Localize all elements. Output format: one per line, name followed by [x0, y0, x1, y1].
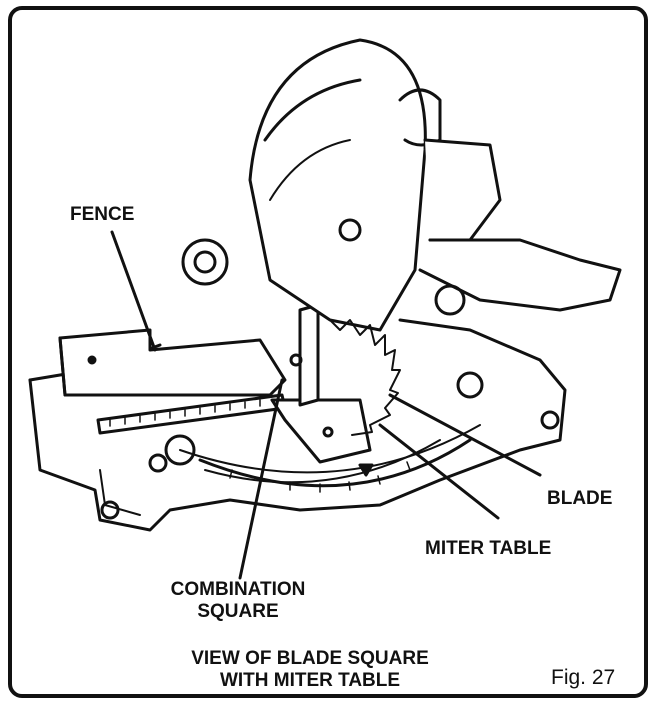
- miter-table-label: MITER TABLE: [425, 538, 552, 559]
- figure-frame: [8, 6, 648, 698]
- combination-square-line1: COMBINATION: [170, 579, 306, 600]
- fence-leader: [110, 230, 157, 352]
- figure-number: Fig. 27: [551, 666, 616, 689]
- combination-square-label: COMBINATION SQUARE: [138, 579, 338, 623]
- saw-base: [28, 318, 567, 532]
- blade-guard: [248, 38, 442, 332]
- miter-scale: [204, 439, 441, 493]
- saw-motor-housing: [418, 138, 622, 316]
- blade-label: BLADE: [547, 488, 613, 509]
- caption-line2: WITH MITER TABLE: [219, 670, 401, 691]
- saw-blade: [329, 319, 401, 436]
- bevel-knob: [181, 238, 229, 286]
- caption-line1: VIEW OF BLADE SQUARE: [191, 648, 429, 669]
- blade-leader: [388, 393, 542, 477]
- leader-lines: [110, 230, 542, 580]
- figure-caption: VIEW OF BLADE SQUARE WITH MITER TABLE: [180, 648, 440, 692]
- combination-square-leader: [238, 378, 284, 580]
- miter-table-leader: [378, 423, 500, 520]
- fence-label: FENCE: [70, 204, 135, 225]
- fence: [58, 328, 287, 397]
- combination-square-line2: SQUARE: [197, 601, 279, 622]
- combination-square-ruler: [96, 393, 287, 435]
